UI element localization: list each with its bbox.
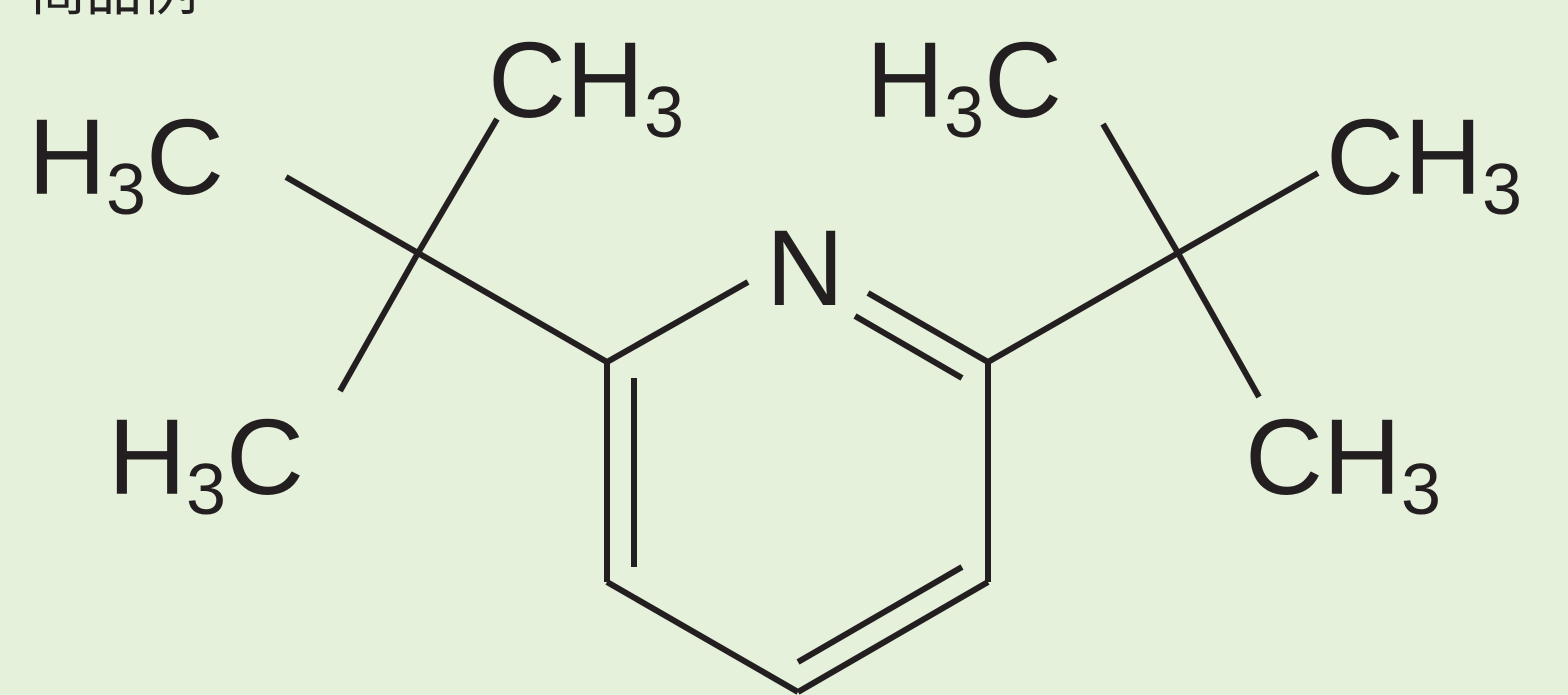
right-tert-butyl-group	[986, 122, 1320, 399]
bond-c4-c3	[605, 579, 800, 695]
bond-right-to-upper-methyl	[1176, 170, 1320, 256]
left-tert-butyl-group	[284, 117, 609, 393]
methyl-subscript: 3	[944, 73, 984, 153]
methyl-label-left-lower: H3C	[108, 396, 304, 530]
methyl-subscript: 3	[644, 73, 684, 153]
methyl-prefix: H	[28, 96, 106, 217]
methyl-subscript: 3	[1482, 150, 1522, 230]
methyl-subscript: 3	[186, 450, 226, 530]
nitrogen-atom-label: N	[766, 207, 844, 328]
methyl-label-right-lower: CH3	[1245, 396, 1441, 530]
methyl-label-left-upper: H3C	[28, 96, 224, 230]
methyl-carbon: C	[226, 396, 304, 517]
bond-c5-c4	[796, 579, 990, 695]
bond-n-c6-inner	[853, 313, 964, 381]
bond-n-c6	[866, 290, 990, 365]
bond-right-to-lower-methyl	[1175, 251, 1262, 399]
methyl-label-right-top: H3C	[866, 19, 1062, 153]
methyl-label-right-upper: CH3	[1326, 96, 1522, 230]
methyl-prefix: H	[108, 396, 186, 517]
bond-c2-n	[605, 279, 750, 365]
bond-left-to-upper-methyl	[284, 174, 420, 256]
methyl-main: CH	[488, 19, 644, 140]
pyridine-ring	[604, 279, 991, 695]
methyl-subscript: 3	[106, 150, 146, 230]
bond-c6-quaternary-right	[986, 250, 1180, 365]
methyl-carbon: C	[984, 19, 1062, 140]
bond-c5-c4-inner	[796, 564, 964, 665]
bond-left-to-top-methyl	[415, 117, 500, 255]
methyl-label-left-top: CH3	[488, 19, 684, 153]
methyl-main: CH	[1245, 396, 1401, 517]
bond-left-to-lower-methyl	[337, 251, 421, 393]
methyl-carbon: C	[146, 96, 224, 217]
bond-right-to-top-methyl	[1100, 122, 1181, 255]
methyl-main: CH	[1326, 96, 1482, 217]
methyl-subscript: 3	[1401, 450, 1441, 530]
nitrogen-symbol: N	[766, 207, 844, 328]
bond-c2-quaternary-left	[416, 250, 609, 365]
corner-caption: 简品例	[30, 0, 198, 22]
methyl-prefix: H	[866, 19, 944, 140]
